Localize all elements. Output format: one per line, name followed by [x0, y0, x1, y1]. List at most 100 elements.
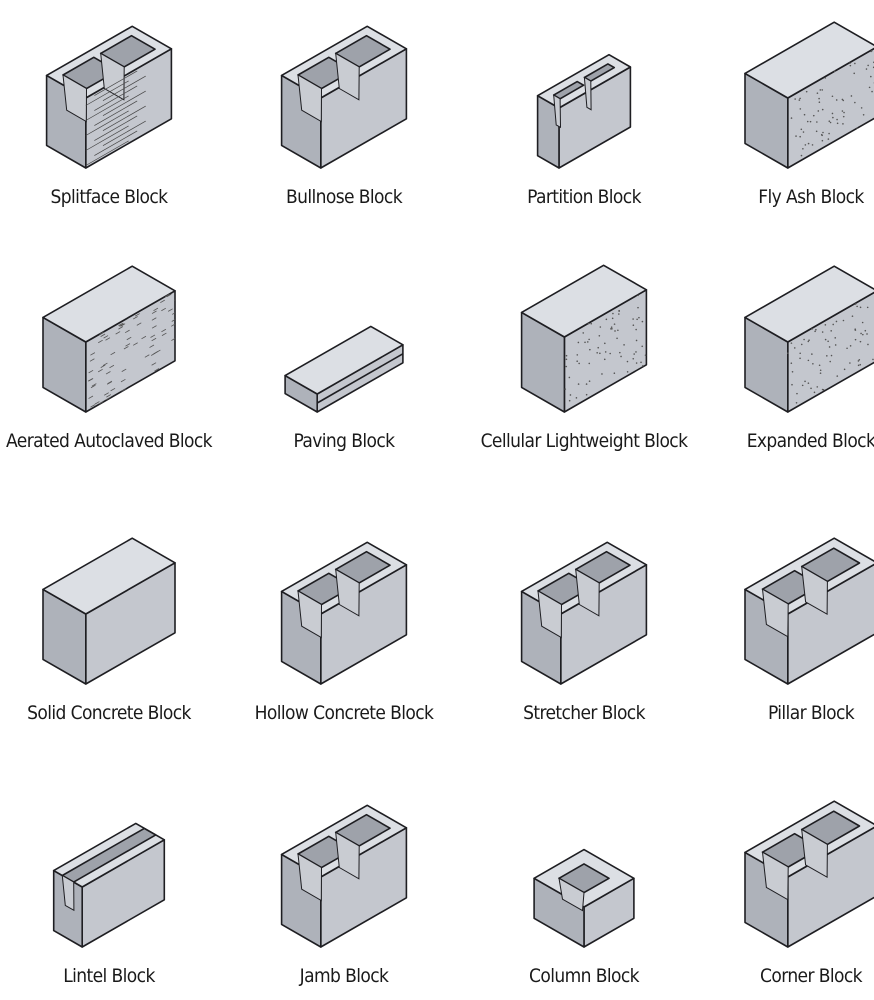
texture-mark: [588, 338, 590, 341]
texture-mark: [828, 132, 830, 135]
block-illustration: [280, 25, 408, 169]
texture-mark: [816, 386, 819, 388]
texture-mark: [565, 365, 568, 368]
texture-mark: [123, 346, 129, 350]
paving-edge-line: [316, 353, 404, 404]
texture-mark: [121, 368, 127, 372]
split-texture: [102, 75, 146, 101]
texture-mark: [859, 306, 862, 309]
texture-mark: [637, 306, 639, 309]
texture-mark: [588, 380, 591, 382]
texture-mark: [88, 395, 94, 399]
texture-mark: [151, 317, 157, 321]
texture-mark: [819, 89, 822, 91]
texture-mark: [582, 332, 585, 334]
texture-mark: [802, 148, 804, 150]
texture-mark: [603, 358, 606, 361]
split-texture: [85, 110, 129, 136]
texture-mark: [849, 64, 852, 67]
texture-mark: [596, 351, 598, 354]
texture-mark: [830, 330, 832, 332]
texture-mark: [861, 321, 864, 324]
texture-mark: [578, 362, 580, 365]
texture-mark: [853, 72, 856, 75]
block-item: Jamb Block: [235, 762, 453, 1000]
core-wall: [761, 588, 789, 638]
texture-mark: [821, 331, 824, 333]
texture-mark: [835, 320, 838, 323]
texture-mark: [793, 347, 796, 349]
texture-mark: [812, 114, 815, 117]
core-wall: [297, 74, 323, 123]
texture-mark: [618, 313, 620, 315]
block-illustration: [520, 264, 648, 413]
texture-mark: [171, 319, 176, 322]
texture-mark: [119, 323, 125, 327]
texture-mark: [807, 340, 810, 343]
texture-mark: [862, 113, 865, 116]
texture-mark: [804, 144, 807, 146]
texture-mark: [588, 362, 591, 365]
texture-mark: [795, 135, 797, 137]
texture-mark: [794, 98, 796, 100]
texture-mark: [811, 144, 814, 146]
block-illustration: [280, 804, 408, 948]
texture-mark: [866, 306, 869, 309]
texture-mark: [799, 352, 801, 355]
texture-mark: [167, 308, 173, 312]
texture-mark: [868, 86, 871, 89]
texture-mark: [818, 364, 821, 367]
texture-mark: [585, 383, 588, 385]
texture-mark: [173, 299, 176, 301]
texture-mark: [604, 342, 606, 345]
texture-mark: [790, 342, 793, 344]
texture-mark: [814, 330, 816, 333]
texture-mark: [151, 325, 157, 329]
texture-mark: [819, 369, 822, 372]
texture-mark: [110, 351, 116, 356]
texture-mark: [120, 378, 126, 383]
block-label: Jamb Block: [299, 965, 389, 987]
texture-mark: [816, 92, 819, 94]
texture-mark: [815, 328, 817, 331]
texture-mark: [806, 120, 809, 123]
texture-mark: [568, 376, 571, 379]
texture-mark: [843, 368, 846, 371]
texture-mark: [851, 315, 854, 317]
block-item: Expanded Block: [702, 227, 874, 477]
texture-mark: [599, 352, 601, 355]
texture-mark: [856, 127, 858, 129]
texture-mark: [632, 318, 634, 320]
texture-mark: [832, 323, 835, 326]
texture-mark: [819, 372, 822, 374]
texture-mark: [799, 357, 801, 360]
texture-mark: [611, 317, 614, 320]
top-face: [42, 537, 176, 615]
texture-mark: [166, 293, 172, 298]
block-item: Hollow Concrete Block: [235, 499, 453, 749]
texture-mark: [626, 371, 629, 373]
texture-mark: [842, 319, 845, 322]
texture-mark: [151, 362, 157, 366]
texture-mark: [860, 332, 862, 335]
texture-mark: [106, 394, 112, 398]
texture-mark: [154, 368, 160, 372]
core-wall: [62, 74, 88, 123]
texture-mark: [807, 142, 810, 145]
split-texture: [85, 95, 129, 121]
texture-mark: [811, 328, 813, 330]
texture-mark: [831, 112, 834, 115]
texture-mark: [864, 329, 867, 332]
texture-mark: [171, 338, 176, 341]
texture-mark: [569, 394, 572, 396]
texture-mark: [828, 346, 831, 348]
texture-mark: [132, 316, 138, 320]
core-wall: [553, 94, 562, 129]
texture-mark: [616, 337, 618, 340]
texture-mark: [818, 97, 820, 100]
texture-mark: [589, 348, 591, 351]
top-face: [42, 265, 176, 343]
block-label: Paving Block: [293, 430, 396, 452]
texture-mark: [125, 343, 131, 347]
texture-mark: [821, 108, 824, 111]
